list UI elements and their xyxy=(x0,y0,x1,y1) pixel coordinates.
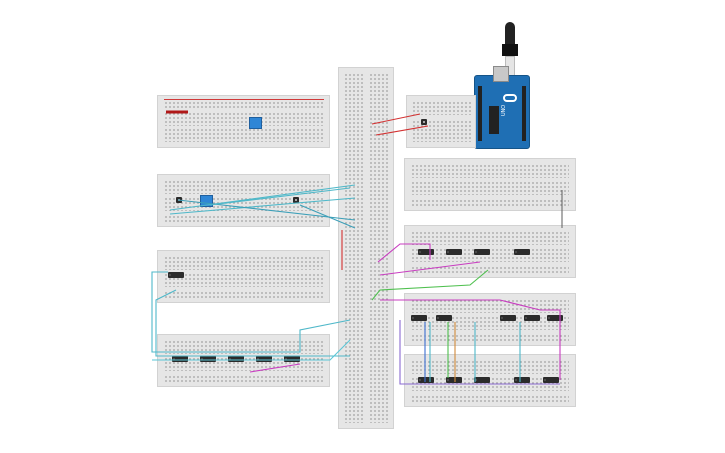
chip-icon[interactable] xyxy=(500,315,516,321)
chip-icon[interactable] xyxy=(411,315,427,321)
wire xyxy=(152,339,351,361)
pin-header-right xyxy=(522,86,526,141)
chip-icon[interactable] xyxy=(514,377,530,383)
wire xyxy=(371,269,489,301)
wire xyxy=(249,363,301,373)
chip-icon[interactable] xyxy=(200,356,216,362)
chip-icon[interactable] xyxy=(228,356,244,362)
pin-header-left xyxy=(478,86,482,141)
breadboard-3[interactable] xyxy=(157,250,330,303)
wire xyxy=(377,243,431,263)
chip-icon[interactable] xyxy=(547,315,563,321)
wire xyxy=(299,204,356,229)
wire xyxy=(155,289,350,357)
wire xyxy=(177,199,356,221)
wire xyxy=(399,320,560,385)
chip-icon[interactable] xyxy=(446,249,462,255)
wire xyxy=(169,184,356,211)
push-button-icon[interactable] xyxy=(293,197,299,203)
breadboard-1[interactable] xyxy=(157,95,330,148)
chip-icon[interactable] xyxy=(256,356,272,362)
chip-icon[interactable] xyxy=(543,377,559,383)
chip-icon[interactable] xyxy=(418,377,434,383)
breadboard-center[interactable] xyxy=(338,67,394,429)
arduino-board[interactable]: UNO xyxy=(474,66,530,149)
chip-icon[interactable] xyxy=(524,315,540,321)
push-button-icon[interactable] xyxy=(421,119,427,125)
wire xyxy=(209,187,351,206)
breadboard-5[interactable] xyxy=(406,95,476,148)
arduino-logo-icon xyxy=(503,94,517,102)
breadboard-7[interactable] xyxy=(404,225,576,278)
chip-icon[interactable] xyxy=(436,315,452,321)
usb-port xyxy=(493,66,509,82)
wire xyxy=(379,261,481,276)
wire xyxy=(375,125,429,136)
chip-icon[interactable] xyxy=(418,249,434,255)
wire xyxy=(151,271,351,353)
usb-cable-icon xyxy=(505,22,515,62)
chip-icon[interactable] xyxy=(168,272,184,278)
microcontroller-chip xyxy=(489,106,499,134)
chip-icon[interactable] xyxy=(474,249,490,255)
chip-icon[interactable] xyxy=(446,377,462,383)
wire xyxy=(371,113,421,125)
chip-icon[interactable] xyxy=(284,356,300,362)
wire xyxy=(380,299,561,380)
dip-switch-icon[interactable] xyxy=(249,117,262,129)
chip-icon[interactable] xyxy=(474,377,490,383)
breadboard-6[interactable] xyxy=(404,158,576,211)
usb-plug xyxy=(502,44,518,56)
chip-icon[interactable] xyxy=(514,249,530,255)
wire xyxy=(169,197,356,215)
chip-icon[interactable] xyxy=(172,356,188,362)
